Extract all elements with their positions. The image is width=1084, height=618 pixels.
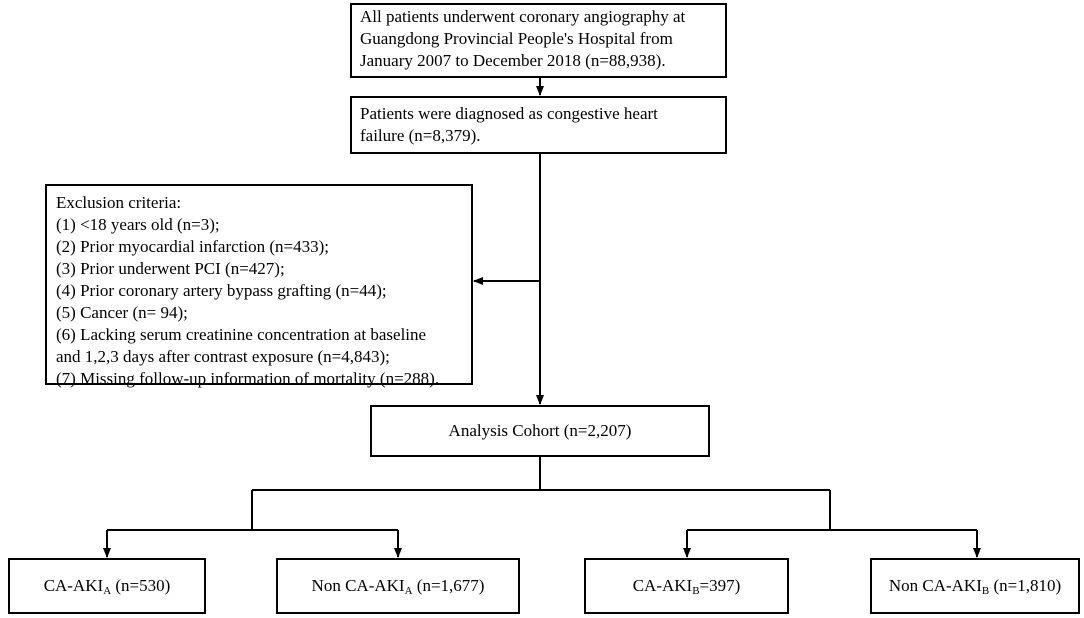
- all-patients-line-3: January 2007 to December 2018 (n=88,938)…: [360, 51, 666, 70]
- exclusion-item-5: (5) Cancer (n= 94);: [56, 303, 188, 322]
- exclusion-criteria-box: Exclusion criteria: (1) <18 years old (n…: [45, 184, 473, 388]
- all-patients-line-2: Guangdong Provincial People's Hospital f…: [360, 29, 673, 48]
- exclusion-item-2: (2) Prior myocardial infarction (n=433);: [56, 237, 330, 256]
- non-ca-aki-a-box: Non CA-AKIA (n=1,677): [276, 558, 520, 614]
- exclusion-title: Exclusion criteria:: [56, 193, 182, 212]
- ca-aki-a-box: CA-AKIA (n=530): [8, 558, 206, 614]
- all-patients-line-1: All patients underwent coronary angiogra…: [360, 7, 686, 26]
- non-ca-aki-b-box: Non CA-AKIB (n=1,810): [870, 558, 1080, 614]
- non-ca-aki-b-label: Non CA-AKIB (n=1,810): [888, 576, 1062, 597]
- exclusion-item-7: (7) Missing follow-up information of mor…: [56, 369, 440, 388]
- chf-line-1: Patients were diagnosed as congestive he…: [360, 104, 658, 123]
- exclusion-item-4: (4) Prior coronary artery bypass graftin…: [56, 281, 387, 300]
- all-patients-box: All patients underwent coronary angiogra…: [350, 3, 727, 78]
- chf-box: Patients were diagnosed as congestive he…: [350, 96, 727, 154]
- ca-aki-b-box: CA-AKIB=397): [584, 558, 789, 614]
- exclusion-item-6-cont: and 1,2,3 days after contrast exposure (…: [56, 347, 390, 366]
- ca-aki-b-label: CA-AKIB=397): [632, 576, 741, 597]
- ca-aki-a-label: CA-AKIA (n=530): [43, 576, 171, 597]
- analysis-cohort-box: Analysis Cohort (n=2,207): [370, 405, 710, 457]
- exclusion-item-1: (1) <18 years old (n=3);: [56, 215, 220, 234]
- non-ca-aki-a-label: Non CA-AKIA (n=1,677): [311, 576, 485, 597]
- analysis-cohort-label: Analysis Cohort (n=2,207): [448, 421, 632, 440]
- exclusion-item-6: (6) Lacking serum creatinine concentrati…: [56, 325, 427, 344]
- exclusion-item-3: (3) Prior underwent PCI (n=427);: [56, 259, 285, 278]
- chf-line-2: failure (n=8,379).: [360, 126, 481, 145]
